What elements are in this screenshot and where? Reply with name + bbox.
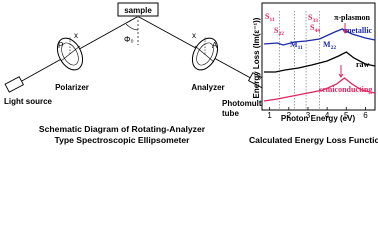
analyzer-inner (196, 42, 214, 66)
m22-annotation: M22 (323, 40, 336, 51)
incidence-angle-arc (125, 23, 139, 31)
light-source-box (4, 76, 25, 93)
polarizer-label: Polarizer (55, 83, 89, 92)
analyzer-label: Analyzer (191, 83, 224, 92)
polarizer-axis (60, 45, 81, 62)
x-right-label: x (192, 31, 196, 40)
chart-caption: Calculated Energy Loss Function (249, 135, 378, 145)
series-label-raw: raw (356, 60, 370, 69)
s11-annotation: S11 (265, 12, 275, 23)
x-left-label: x (74, 31, 78, 40)
detector-label-1: Photomultiplier (222, 99, 281, 108)
a-label: A (212, 41, 218, 50)
s44-annotation: S44 (310, 23, 320, 34)
x-axis-label: Photon Energy (eV) (281, 114, 356, 123)
semiconducting-peak-arrow (338, 65, 344, 78)
series-line-metallic (263, 28, 376, 46)
polarizer-inner (61, 42, 79, 66)
series-label-metallic: metallic (345, 26, 373, 35)
x-tick-label: 2 (287, 111, 292, 120)
diagram-caption-line1: Schematic Diagram of Rotating-Analyzer (39, 124, 206, 134)
light-source-label: Light source (4, 97, 53, 106)
x-tick-label: 5 (344, 111, 349, 120)
y-axis-label: Energy Loss (Im(ε⁻¹)) (252, 17, 261, 98)
s33-annotation: S33 (308, 13, 318, 24)
series-line-raw (263, 51, 376, 73)
x-tick-label: 4 (325, 111, 330, 120)
plasmon-arrow (342, 23, 348, 34)
m11-annotation: M11 (290, 40, 303, 51)
plasmon-annotation: π-plasmon (334, 13, 370, 22)
s22-annotation: S22 (274, 26, 284, 37)
x-tick-label: 1 (267, 111, 272, 120)
x-tick-label: 6 (363, 111, 368, 120)
x-tick-label: 3 (306, 111, 311, 120)
p-label: P (58, 41, 63, 50)
series-label-semiconducting: semiconducting (319, 85, 372, 94)
series-line-semiconducting (263, 77, 376, 102)
sample-label: sample (124, 6, 152, 15)
figure-canvas: sample Φ₀ Light source P x Polarizer A x… (4, 2, 378, 145)
detector-label-2: tube (222, 109, 239, 118)
diagram-caption-line2: Type Spectroscopic Ellipsometer (55, 135, 191, 145)
plot-frame (261, 2, 376, 111)
analyzer-axis (194, 45, 215, 63)
phi-label: Φ₀ (124, 35, 134, 44)
energy-loss-chart: 1 2 3 4 5 6 S11 S22 S33 S44 π-plasmon M11 M22… (252, 2, 376, 123)
